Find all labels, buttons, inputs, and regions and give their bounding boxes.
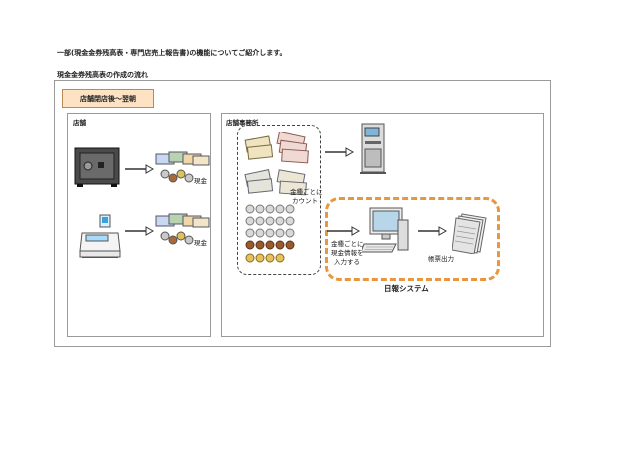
system-label: 日報システム	[384, 284, 429, 293]
cash-label-top: 現金	[194, 177, 207, 185]
section-title: 現金金券残高表の作成の流れ	[57, 71, 148, 79]
coins-icon	[244, 203, 296, 269]
input-label-1: 金種ごとに	[331, 240, 364, 248]
arrow-right-icon	[417, 225, 447, 237]
cash-counting-machine-icon	[359, 123, 387, 175]
arrow-right-icon	[124, 163, 154, 175]
store-panel-title: 店舗	[73, 119, 86, 127]
report-documents-icon	[452, 212, 488, 254]
cash-bundle-icon	[155, 212, 211, 248]
time-label: 店舗閉店後～翌朝	[80, 94, 136, 103]
cash-label-bottom: 現金	[194, 239, 207, 247]
banknotes-icon	[244, 132, 314, 202]
count-label-2: カウント	[292, 197, 318, 205]
computer-icon	[362, 206, 410, 256]
arrow-right-icon	[326, 225, 360, 237]
arrow-right-icon	[124, 225, 154, 237]
input-label-3: 入力する	[334, 258, 360, 266]
count-label-1: 金種ごとに	[290, 188, 323, 196]
office-panel-title: 店舗事務所	[226, 119, 259, 127]
count-area	[237, 125, 321, 275]
time-label-box: 店舗閉店後～翌朝	[62, 89, 154, 108]
cash-bundle-icon	[155, 150, 211, 186]
arrow-right-icon	[324, 146, 354, 158]
intro-text: 一部(現金金券残高表・専門店売上報告書)の機能についてご紹介します。	[57, 49, 287, 57]
output-label: 帳票出力	[428, 255, 454, 263]
safe-icon	[74, 147, 120, 187]
cash-register-icon	[78, 213, 122, 259]
daily-report-system-area	[325, 197, 500, 281]
input-label-2: 現金情報を	[331, 249, 364, 257]
